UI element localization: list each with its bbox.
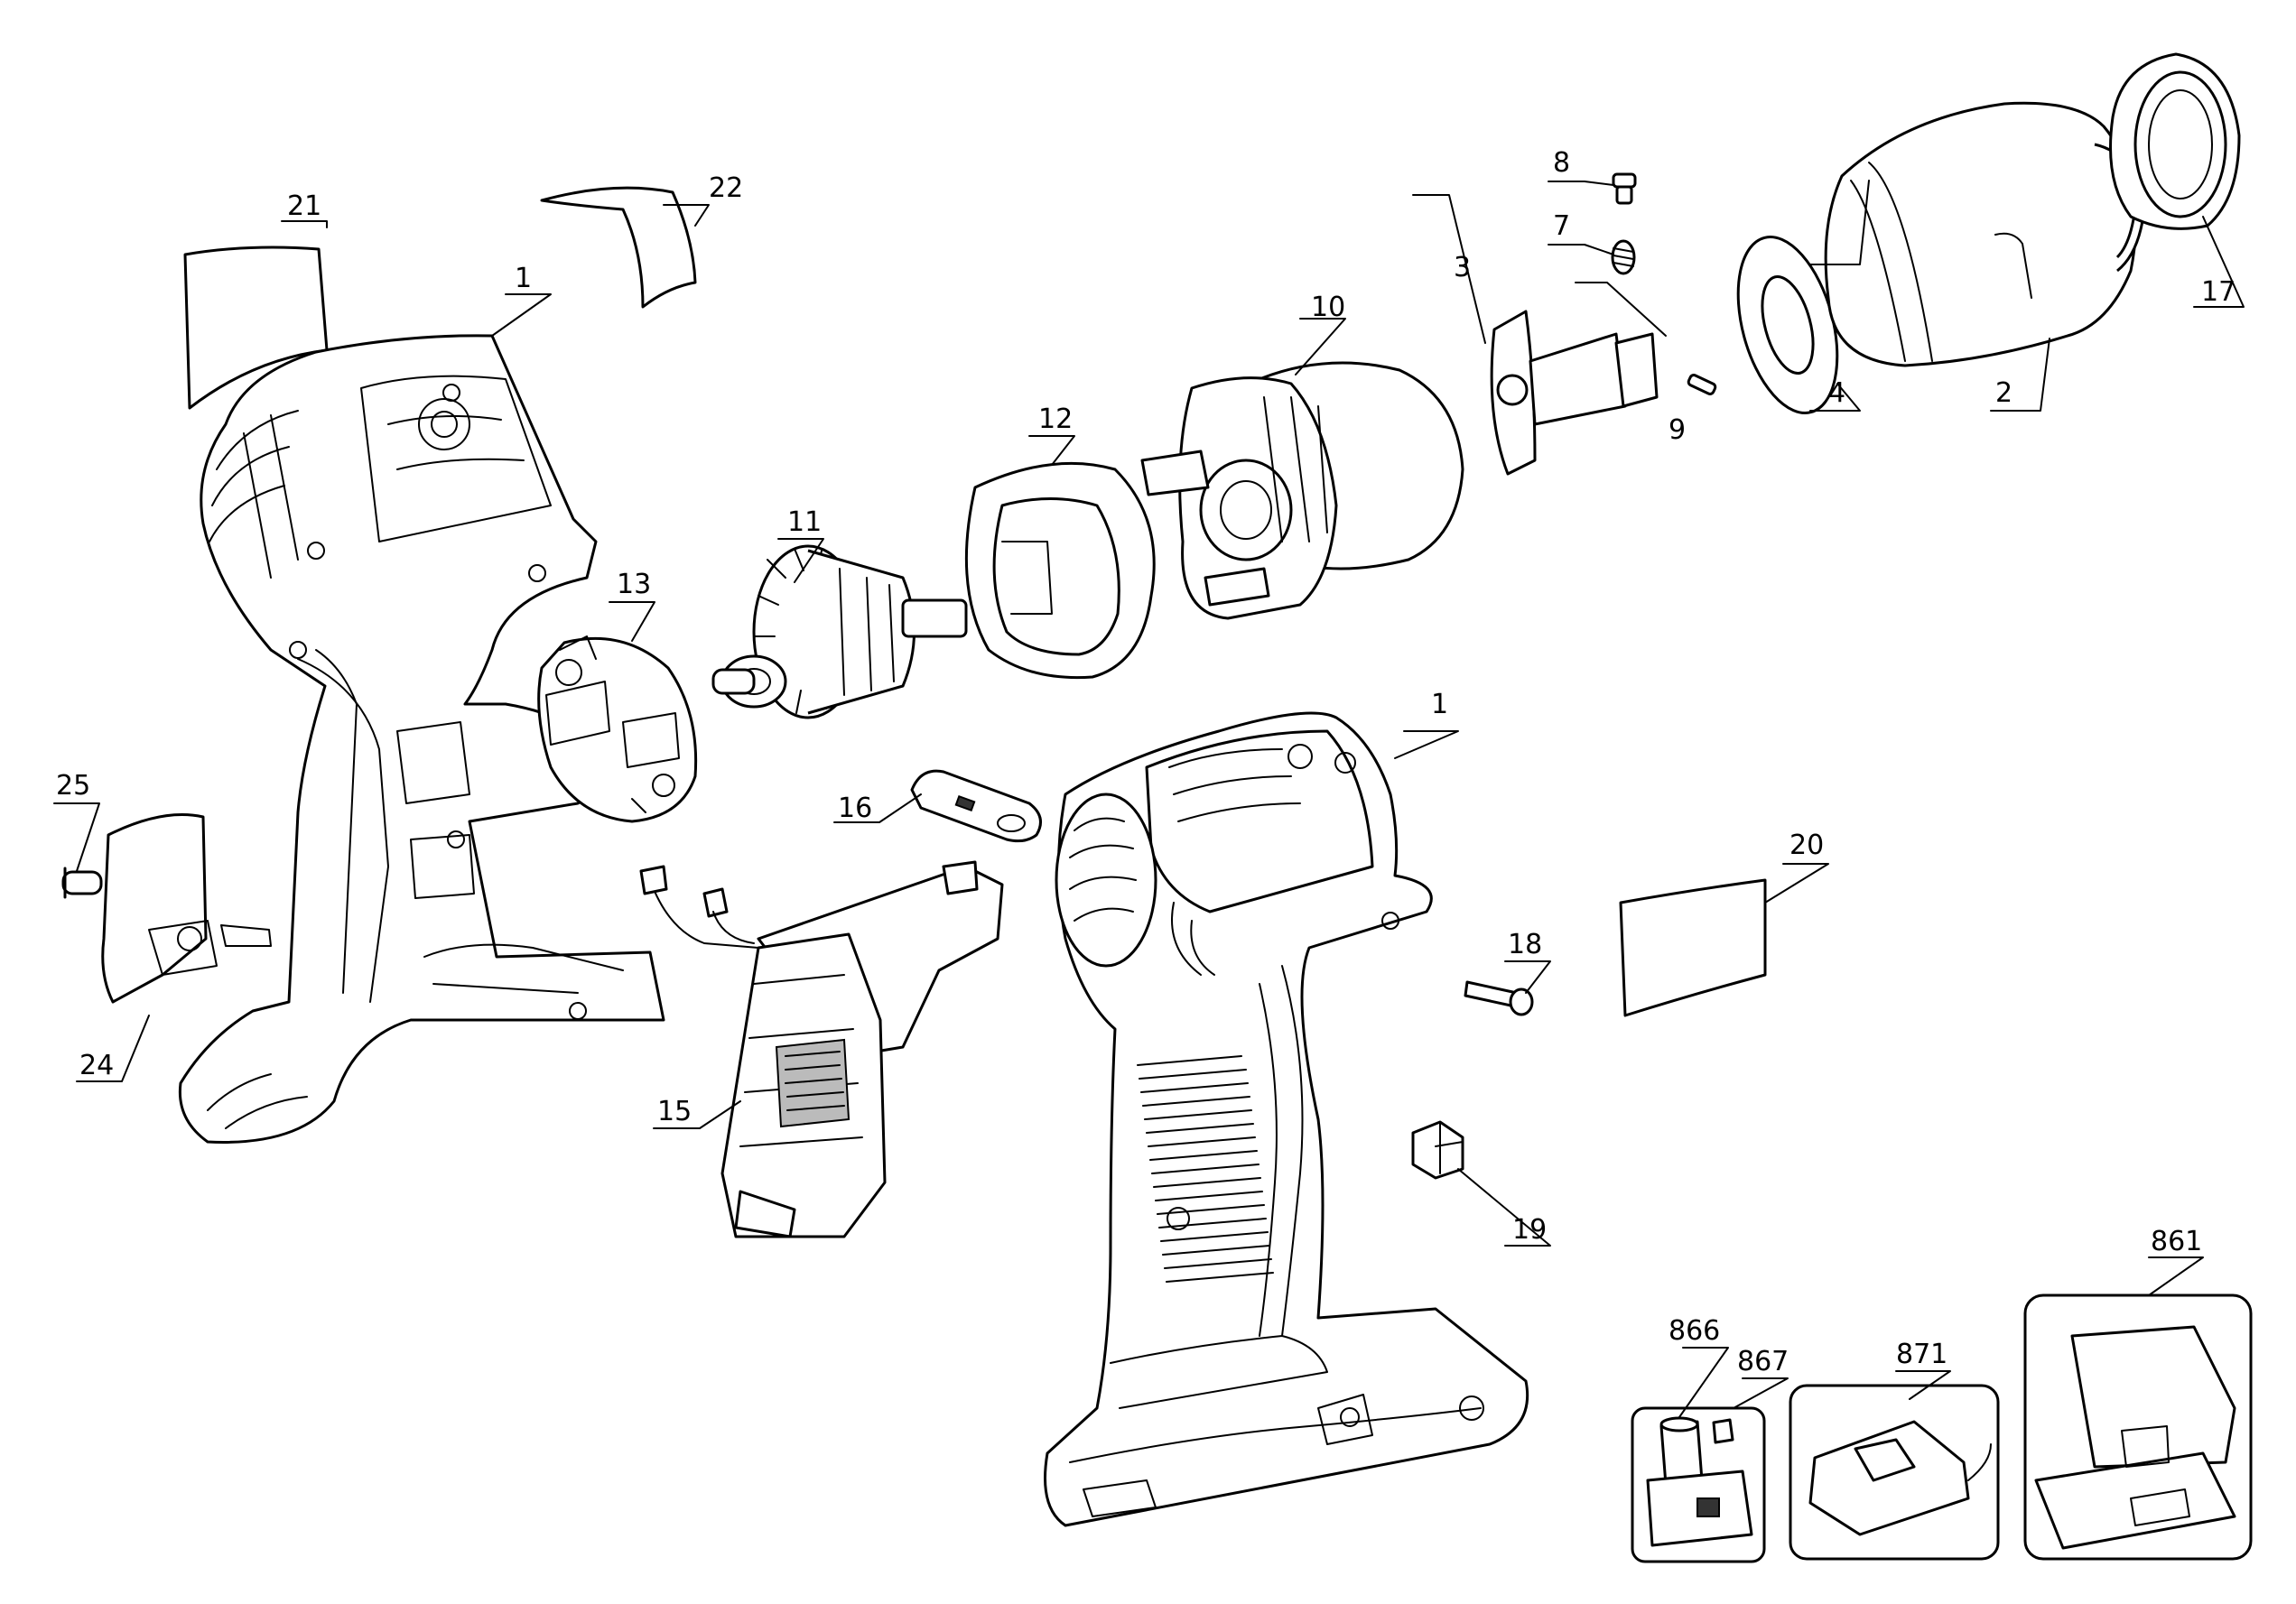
callout-3: 3 — [1454, 252, 1471, 283]
callout-20: 20 — [1789, 830, 1824, 861]
part-17-boot-ring — [2109, 52, 2241, 230]
callout-7: 7 — [1553, 210, 1570, 242]
part-4-washer — [1736, 236, 1839, 414]
callout-866: 866 — [1669, 1315, 1720, 1347]
part-2-nose-cover — [1824, 101, 2146, 367]
part-20-label — [1619, 878, 1767, 1017]
part-1-housing-assembled — [1044, 711, 1529, 1527]
part-24-belt-clip — [101, 813, 272, 1004]
callout-4: 4 — [1828, 377, 1845, 409]
part-1-housing-left-half — [178, 334, 665, 1144]
callout-8: 8 — [1553, 147, 1570, 179]
callout-871: 871 — [1896, 1339, 1947, 1370]
callout-24: 24 — [79, 1050, 114, 1081]
callout-10: 10 — [1311, 292, 1345, 323]
part-15-switch — [639, 860, 1004, 1238]
part-12-magnet-ring — [964, 461, 1156, 680]
callout-1-right: 1 — [1431, 689, 1448, 720]
callout-labels: 21 22 1 8 7 3 10 12 11 13 17 2 4 9 1 16 … — [56, 147, 2236, 1377]
part-7-spring — [1611, 239, 1636, 275]
callout-16: 16 — [838, 793, 872, 824]
part-11-armature — [711, 544, 968, 719]
callout-15: 15 — [657, 1096, 692, 1127]
callout-11: 11 — [787, 506, 822, 538]
leader-lines — [53, 180, 2245, 1418]
callout-19: 19 — [1512, 1214, 1547, 1246]
callout-867: 867 — [1737, 1346, 1789, 1377]
callout-2: 2 — [1995, 377, 2012, 409]
part-3-anvil — [1490, 310, 1659, 476]
part-19-terminal-clip — [1411, 1120, 1464, 1180]
part-22-label-strip — [540, 186, 697, 309]
callout-18: 18 — [1508, 929, 1542, 960]
kit-case-box — [2023, 1293, 2253, 1561]
callout-25: 25 — [56, 770, 90, 802]
part-16-switch-link — [910, 769, 1042, 843]
callout-17: 17 — [2201, 276, 2236, 308]
part-18-screw — [1464, 980, 1534, 1016]
callout-9: 9 — [1669, 414, 1686, 446]
part-9-pin — [1687, 374, 1717, 395]
callout-861: 861 — [2151, 1226, 2202, 1257]
callout-22: 22 — [709, 172, 743, 204]
part-10-gear-case — [1140, 361, 1464, 620]
callout-1-left: 1 — [515, 263, 532, 294]
callout-12: 12 — [1038, 403, 1073, 435]
kit-charger-box — [1789, 1384, 2000, 1561]
part-13-brush-holder — [537, 635, 698, 823]
part-8-fitting — [1612, 172, 1637, 205]
kit-battery-box — [1631, 1406, 1766, 1563]
callout-21: 21 — [287, 190, 321, 222]
part-25-pin — [61, 867, 103, 899]
callout-13: 13 — [617, 569, 651, 600]
